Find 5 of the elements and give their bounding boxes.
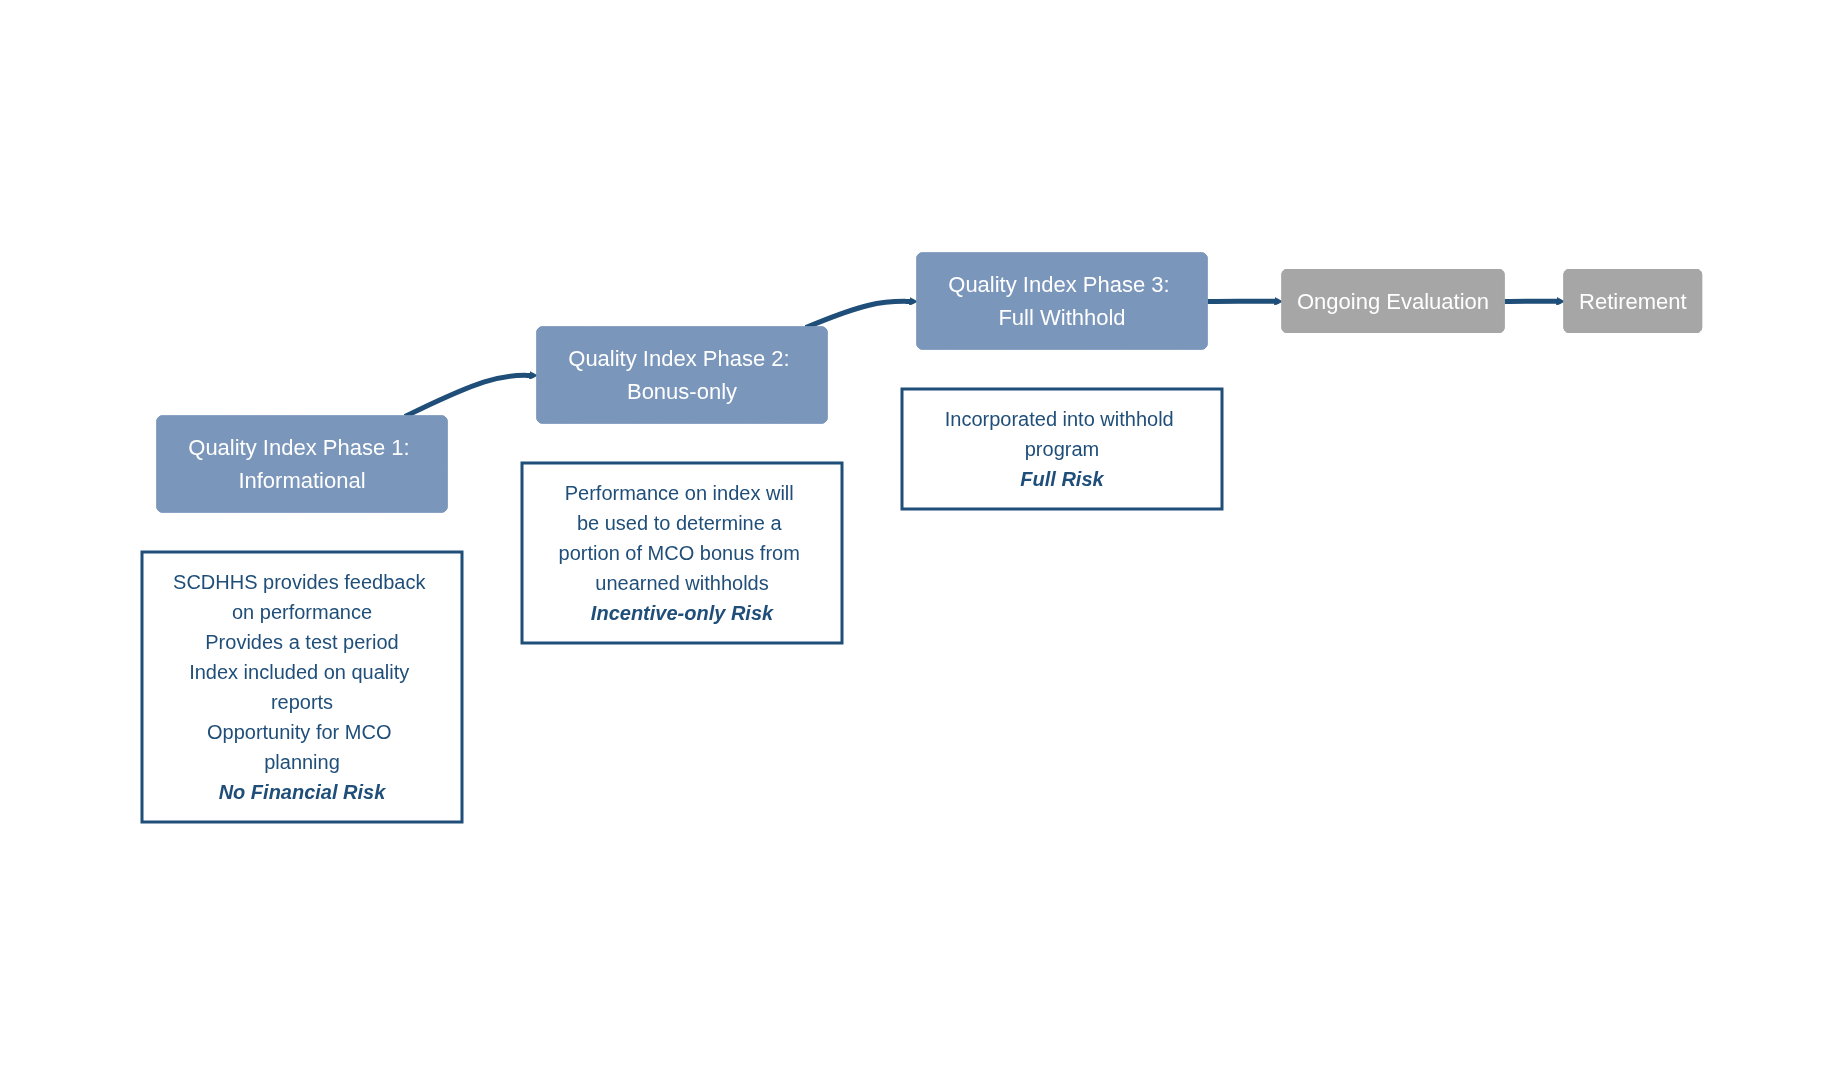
arrow: [1504, 296, 1565, 306]
node-box: SCDHHS provides feedback on performance Provides a test period Index included on quality reports Opportunity for MCO planning No Financial Risk: [140, 550, 464, 823]
node-box: Incorporated into withhold program Full Risk: [900, 387, 1224, 510]
node-box: Performance on index will be used to determine a portion of MCO bonus from unearned withholds Incentive-only Risk: [520, 461, 844, 644]
arrow: [1207, 296, 1283, 306]
